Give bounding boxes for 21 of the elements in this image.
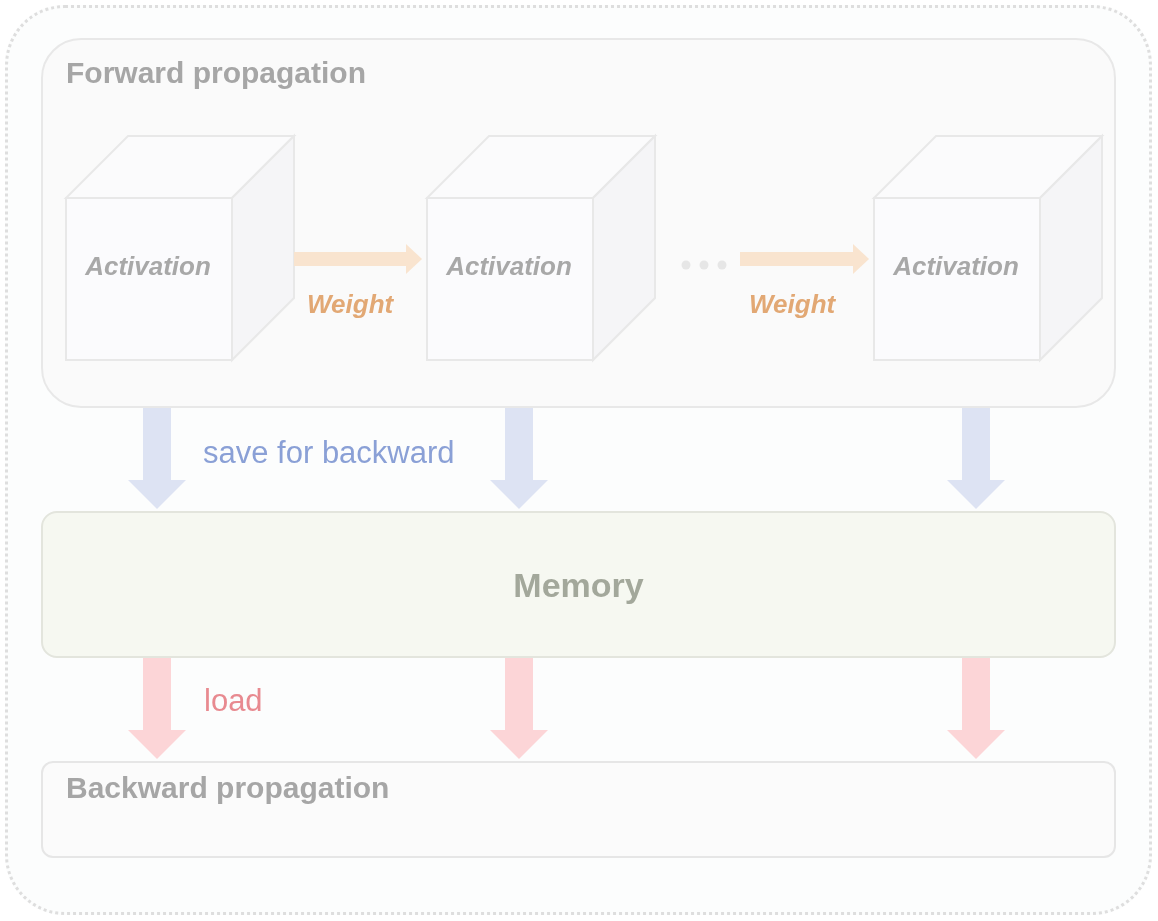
panel-title: Memory <box>512 565 645 604</box>
panel-title: Backward propagation <box>66 771 390 805</box>
cube-label: Activation <box>445 251 573 282</box>
edge-label: Weight <box>307 289 394 320</box>
block-arrow <box>947 408 1005 509</box>
block-arrow <box>490 408 548 509</box>
cube-label: Activation <box>892 251 1020 282</box>
panel-title: Forward propagation <box>66 56 366 90</box>
block-arrow <box>128 408 186 509</box>
activation-cube <box>65 135 295 362</box>
block-arrow <box>294 244 422 274</box>
edge-label: Weight <box>749 289 836 320</box>
cube-label: Activation <box>84 251 212 282</box>
edge-label: load <box>204 683 263 719</box>
block-arrow <box>128 658 186 759</box>
memory-panel <box>41 511 1116 658</box>
block-arrow <box>947 658 1005 759</box>
forward-panel <box>41 38 1116 408</box>
block-arrow <box>490 658 548 759</box>
edge-label: save for backward <box>203 435 455 471</box>
block-arrow <box>740 244 869 274</box>
